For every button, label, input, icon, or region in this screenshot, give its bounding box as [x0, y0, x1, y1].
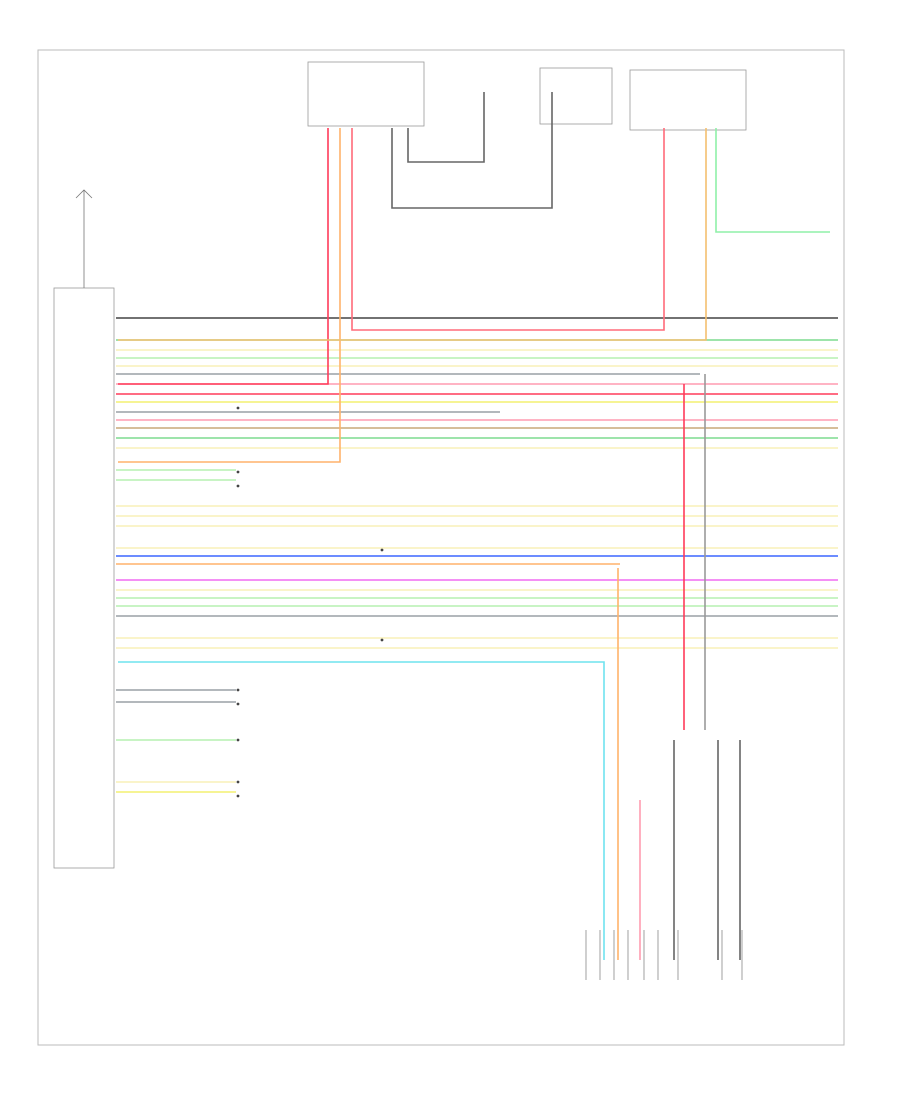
antenna-icon — [75, 189, 93, 288]
left-module-box — [53, 287, 115, 869]
diagram-border — [37, 49, 845, 1046]
top-connector-box-3 — [629, 69, 747, 131]
horizontal-wires — [116, 317, 838, 793]
wire-red-vertical — [118, 128, 329, 385]
wire-pink-vertical — [351, 128, 665, 331]
vertical-wires — [118, 92, 830, 960]
wire-black-top-1 — [407, 92, 485, 163]
wire-cyan-down — [118, 661, 605, 960]
top-connector-box-2 — [539, 67, 613, 125]
wire-tan-vertical — [118, 128, 707, 341]
bottom-connector-stubs — [585, 930, 743, 980]
wire-orange-vertical — [118, 128, 341, 463]
wire-green-top-right — [715, 128, 830, 233]
wire-black-top-2 — [391, 92, 553, 209]
connector-markers — [236, 406, 384, 798]
top-connector-box-1 — [307, 61, 425, 127]
